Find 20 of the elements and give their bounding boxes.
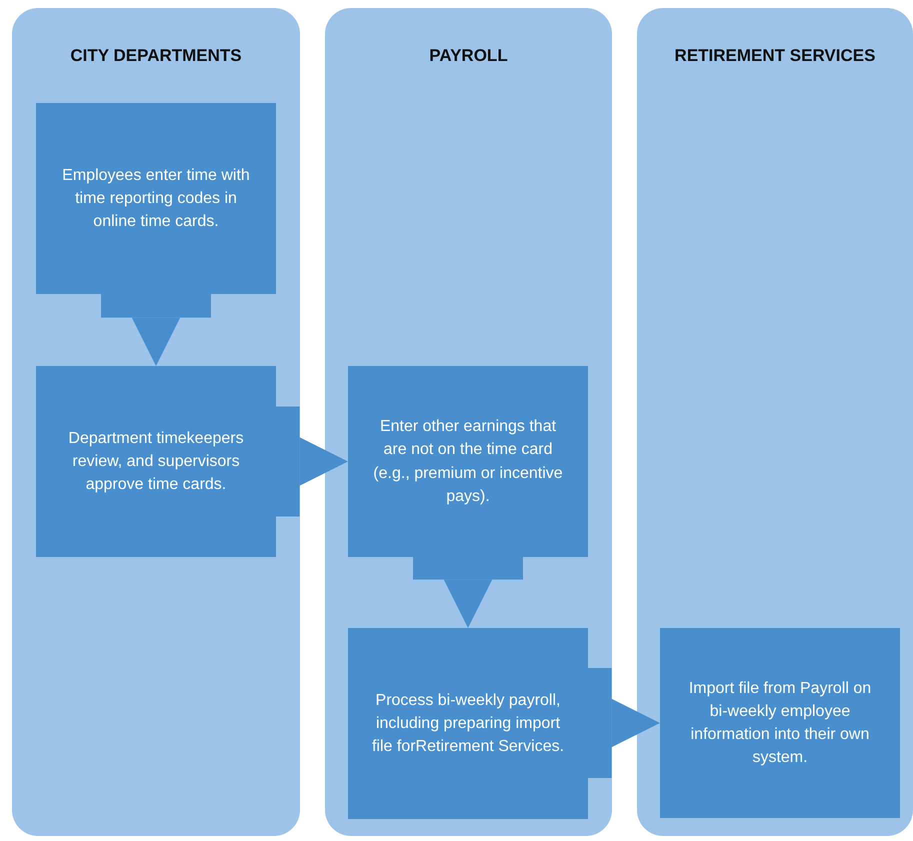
block-arrow [276,406,348,516]
block-arrow [413,557,523,628]
process-text: Enter other earnings that are not on the time card (e.g., premium or incentive pays). [372,417,564,507]
process-box [36,366,276,557]
swimlane [12,8,300,836]
swimlane [637,8,913,836]
block-arrow [588,668,660,778]
process-text: Employees enter time with time reporting codes in online time cards. [61,166,251,232]
process-text: Import file from Payroll on bi-weekly employee information into their own system. [688,678,872,768]
lane-heading: RETIREMENT SERVICES [674,46,876,66]
process-text: Process bi-weekly payroll, including preparing import file forRetirement Services. [370,690,566,758]
process-box [660,628,900,818]
lane-heading: PAYROLL [428,46,509,66]
process-box [36,103,276,294]
swimlane [325,8,612,836]
process-box [348,366,588,557]
block-arrow [101,294,211,366]
lane-heading: CITY DEPARTMENTS [69,46,243,66]
process-box [348,628,588,819]
process-text: Department timekeepers review, and supervisors approve time cards. [67,428,245,496]
